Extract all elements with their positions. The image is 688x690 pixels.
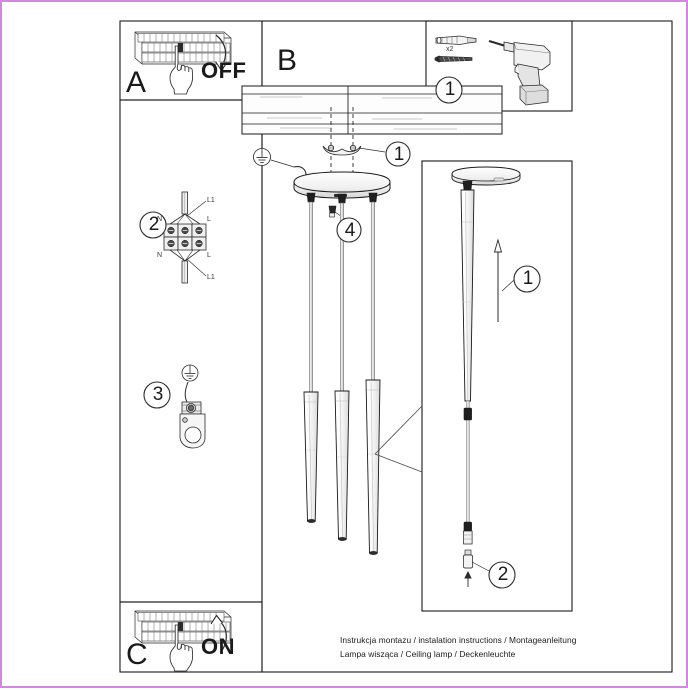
terminal-label-n-top: N — [157, 216, 163, 223]
callout-circle-detail-1 — [513, 265, 541, 293]
callout-circle-bracket-1 — [385, 141, 411, 167]
detail-cable-grip — [462, 180, 473, 191]
detail-callout1-leader — [501, 279, 515, 292]
screw-icon — [434, 55, 473, 63]
bracket-callout-leader — [358, 147, 386, 153]
ceiling-slab-icon — [241, 85, 503, 135]
panel-a-letter: A — [126, 66, 147, 99]
terminal-label-l-top: L — [207, 216, 211, 223]
cable-adjuster-icon — [328, 205, 337, 218]
earth-ground-symbol-main — [253, 148, 271, 166]
callout-label-bracket-1: 1 — [393, 144, 405, 165]
callout-circle-step-2 — [139, 211, 167, 239]
bracket-screw-guides — [330, 107, 354, 177]
mounting-bracket-icon — [322, 144, 362, 156]
wall-plug-icon — [435, 35, 477, 45]
detail-canopy-icon — [451, 166, 521, 186]
curved-down-arrow-icon — [215, 34, 228, 72]
callout-label-step-3: 3 — [152, 384, 164, 405]
callout-circle-parts-1 — [435, 76, 463, 104]
panel-c-letter: C — [126, 638, 148, 671]
panel-b-letter: B — [277, 44, 298, 77]
bulb-callout-leader — [471, 561, 490, 572]
callout-label-parts-1: 1 — [444, 79, 456, 100]
curved-up-arrow-icon — [210, 614, 227, 653]
detail-panel-frame — [421, 160, 573, 612]
callout-circle-step-3 — [143, 381, 171, 409]
panel-c-action-label: ON — [201, 634, 235, 659]
callout-label-detail-1: 1 — [522, 268, 534, 289]
bulb-insert-arrow-icon — [464, 570, 472, 587]
callout-label-adjuster-4: 4 — [344, 220, 356, 241]
detail-pendant-icon — [460, 189, 475, 569]
earth-leader-line — [270, 159, 295, 168]
pendant-middle-icon — [334, 202, 350, 541]
terminal-label-l1-top: L1 — [207, 197, 215, 204]
parts-quantity-label: x2 — [446, 46, 454, 53]
pendant-left-icon — [303, 201, 319, 523]
pendant-right-icon — [365, 201, 381, 555]
detail-zoom-leader — [374, 405, 423, 473]
power-drill-icon — [488, 39, 551, 106]
panel-a-breaker-icon — [134, 31, 232, 65]
earth-ground-connector-icon — [179, 364, 206, 449]
earth-wire — [293, 166, 307, 176]
caption-line-2: Lampa wisząca / Ceiling lamp / Deckenleu… — [340, 649, 516, 659]
left-column-frame — [119, 99, 263, 603]
callout-label-step-2: 2 — [148, 214, 160, 235]
panel-c-breaker-icon — [134, 610, 232, 644]
terminal-label-l-bottom: L — [207, 252, 211, 259]
terminal-label-n-bottom: N — [157, 252, 163, 259]
terminal-block-icon — [163, 191, 207, 284]
hand-pointer-icon — [169, 45, 194, 95]
panel-frames — [119, 20, 673, 673]
height-adjust-arrow-icon — [493, 238, 503, 322]
callout-circle-adjuster-4 — [336, 217, 362, 243]
ceiling-canopy-icon — [293, 171, 391, 199]
callout-circle-detail-2 — [488, 561, 516, 589]
callout-circles — [139, 76, 541, 589]
hand-pointer-icon-on — [169, 624, 194, 672]
cable-grips — [306, 192, 378, 204]
terminal-label-l1-bottom: L1 — [207, 274, 215, 281]
panel-a-action-label: OFF — [201, 58, 247, 83]
callout-label-detail-2: 2 — [497, 564, 509, 585]
caption-line-1: Instrukcja montazu / instalation instruc… — [340, 635, 577, 645]
